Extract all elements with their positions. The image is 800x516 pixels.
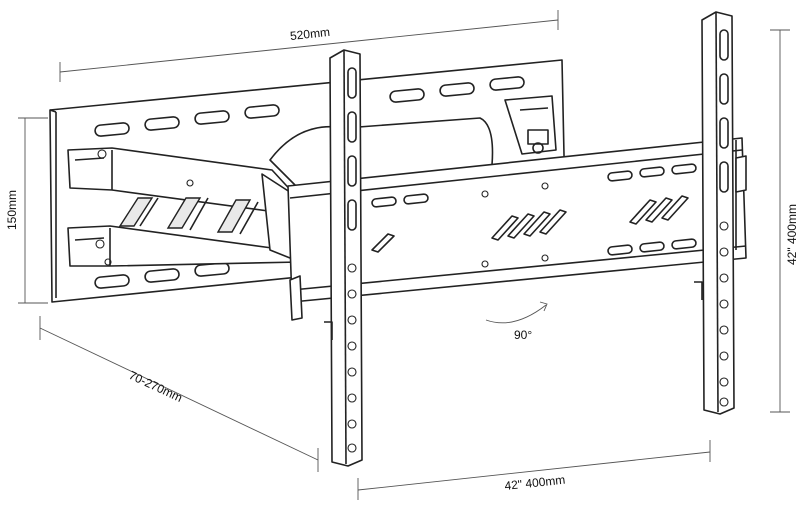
- left-bracket-holes: [347, 263, 357, 453]
- dimension-lines: [18, 10, 790, 500]
- horizontal-rail: [287, 137, 747, 321]
- right-bracket-slots: [719, 29, 729, 193]
- label-extension: 70-270mm: [127, 368, 185, 405]
- label-height-150: 150mm: [5, 190, 19, 230]
- right-bracket-holes: [719, 221, 729, 407]
- label-rotation: 90°: [514, 328, 532, 342]
- rail-holes: [481, 182, 549, 268]
- label-width-520: 520mm: [289, 25, 330, 43]
- tilt-bracket: [504, 95, 557, 155]
- articulating-arms: [67, 147, 301, 267]
- left-bracket-slots: [347, 67, 357, 231]
- label-vesa-bottom: 42" 400mm: [504, 473, 566, 493]
- left-vertical-bracket: [324, 49, 363, 467]
- label-vesa-right: 42" 400mm: [785, 204, 799, 265]
- right-vertical-bracket: [694, 11, 735, 415]
- wall-plate-top-slots: [94, 76, 525, 137]
- rail-diagonal-slots: [371, 195, 689, 253]
- rail-slots: [371, 163, 697, 256]
